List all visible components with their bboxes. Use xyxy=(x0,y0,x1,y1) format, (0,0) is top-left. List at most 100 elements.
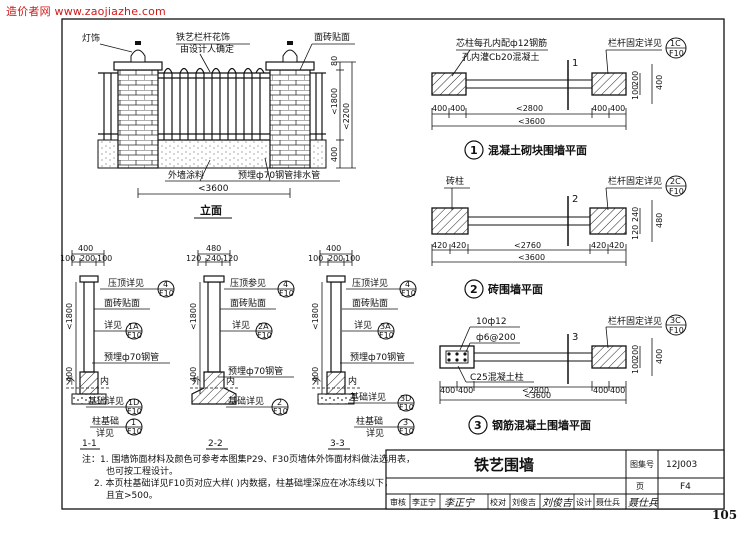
plan3-dim: 400 xyxy=(593,386,608,395)
sec2-found-num: 2 xyxy=(277,398,282,407)
sec2-name: 2-2 xyxy=(208,439,223,449)
face-brick-label: 面砖贴面 xyxy=(314,31,350,43)
sec3-detail-num: 3A xyxy=(380,322,391,331)
sec1-top-dim: 100 xyxy=(97,254,112,263)
sec2-pipe: 预埋ф70钢管 xyxy=(228,365,283,377)
sec1-detail-num: 1A xyxy=(128,322,139,331)
plan3-detail-num: 3C xyxy=(670,316,681,325)
plan3-detail-sheet: F10 xyxy=(669,326,684,335)
sec3-col-sheet: F10 xyxy=(399,427,414,436)
sec2-outside: 外 xyxy=(192,375,201,387)
reviewer-name: 李正宁 xyxy=(412,497,436,507)
sec1-name: 1-1 xyxy=(82,439,97,449)
plan1-dim: <2800 xyxy=(516,104,543,113)
review-label: 审核 xyxy=(390,497,406,507)
plan3-rebar2: ф6@200 xyxy=(476,333,516,343)
plan3-side: 400 xyxy=(655,349,664,364)
sec3-col1: 柱基础 xyxy=(356,415,383,427)
sec2-top-dim: 120 xyxy=(223,254,238,263)
plan3-concrete: C25混凝土柱 xyxy=(470,371,524,383)
iron-railing xyxy=(158,67,270,141)
plan1-dim: 400 xyxy=(432,104,447,113)
sec1-pipe: 预埋ф70钢管 xyxy=(104,351,159,363)
sec3-h1800: <1800 xyxy=(311,303,320,330)
sec2-found-sheet: F10 xyxy=(273,407,288,416)
section-mark-2: 2 xyxy=(572,194,578,205)
plan1-dim: 400 xyxy=(610,104,625,113)
sec3-coping: 压顶详见 xyxy=(352,277,388,289)
plan3-rebar1: 10ф12 xyxy=(476,317,507,327)
railing-note: 由设计人确定 xyxy=(180,43,234,55)
designer-name: 聂仕兵 xyxy=(596,497,620,507)
note-line: 且宜>500。 xyxy=(106,491,158,501)
sec1-found: 基础详见 xyxy=(88,395,124,407)
section-mark-3: 3 xyxy=(572,332,578,343)
sec3-detail: 详见 xyxy=(354,319,372,331)
checker-name: 刘俊吉 xyxy=(512,497,536,507)
dim-80: 80 xyxy=(330,56,339,66)
note-line: 也可按工程设计。 xyxy=(106,467,179,477)
sec3-top-dim: 100 xyxy=(345,254,360,263)
reviewer-signature: 李正宁 xyxy=(444,497,475,509)
sheet-title: 铁艺围墙 xyxy=(474,456,534,474)
plan3-side: 100 xyxy=(631,359,640,374)
plan2-title: 砖围墙平面 xyxy=(488,282,543,296)
paint-label: 外墙涂料 xyxy=(168,169,204,181)
sec2-detail: 详见 xyxy=(232,319,250,331)
plan1-side: 100 xyxy=(631,85,640,100)
sec2-coping-sheet: F10 xyxy=(279,289,294,298)
plan2-side: 120 xyxy=(631,225,640,240)
plan1-note1: 芯柱每孔内配ф12钢筋 xyxy=(456,37,547,49)
sec2-top-dim: 120 xyxy=(186,254,201,263)
sec3-col-num: 3 xyxy=(403,418,408,427)
sec1-detail-sheet: F10 xyxy=(127,331,142,340)
sec1-found-sheet: F10 xyxy=(127,407,142,416)
dim-400: 400 xyxy=(330,147,339,162)
plan1-dim: 400 xyxy=(450,104,465,113)
plan3-dim: <2800 xyxy=(522,386,549,395)
plan1-detail-label: 栏杆固定详见 xyxy=(608,37,662,49)
plan1-dim: 400 xyxy=(592,104,607,113)
sec2-top-dim: 240 xyxy=(206,254,221,263)
sec2-inside: 内 xyxy=(226,375,235,387)
plan-2: 2 砖柱 栏杆固定详见 2C F10 420 420 <2760 420 420… xyxy=(431,175,687,299)
sec2-detail-num: 2A xyxy=(258,322,269,331)
sec3-coping-sheet: F10 xyxy=(401,289,416,298)
sec2-coping: 压顶参见 xyxy=(230,277,266,289)
plan-1: 1 芯柱每孔内配ф12钢筋 孔内灌Cb20混凝土 栏杆固定详见 1C F10 4… xyxy=(431,37,687,160)
plan2-num: 2 xyxy=(470,283,478,296)
plan2-dim: <2760 xyxy=(514,241,541,250)
sec1-top-dim: 200 xyxy=(80,254,95,263)
plan3-detail-label: 栏杆固定详见 xyxy=(608,315,662,327)
checker-signature: 刘俊吉 xyxy=(542,497,574,509)
sec3-top-dim: 100 xyxy=(308,254,323,263)
plan1-detail-sheet: F10 xyxy=(669,49,684,58)
plan2-detail-sheet: F10 xyxy=(669,187,684,196)
plan2-dim: 420 xyxy=(432,241,447,250)
design-label: 设计 xyxy=(576,497,592,507)
sec2-found: 基础详见 xyxy=(228,395,264,407)
plan2-side: 480 xyxy=(655,213,664,228)
sec1-outside: 外 xyxy=(66,375,75,387)
plan2-total: <3600 xyxy=(518,253,545,262)
plan2-pier-label: 砖柱 xyxy=(446,175,464,187)
sec3-pipe: 预埋ф70钢管 xyxy=(350,351,405,363)
sec1-coping: 压顶详见 xyxy=(108,277,144,289)
check-label: 校对 xyxy=(490,497,506,507)
plan1-total: <3600 xyxy=(518,117,545,126)
sec1-col1: 柱基础 xyxy=(92,415,119,427)
sec2-top-total: 480 xyxy=(206,244,221,253)
sec3-inside: 内 xyxy=(348,375,357,387)
sec3-coping-num: 4 xyxy=(405,280,410,289)
plan1-side: 200 xyxy=(631,71,640,86)
watermark: 造价者网 www.zaojiazhe.com xyxy=(6,5,166,18)
elevation-title: 立面 xyxy=(200,203,222,217)
elev-width: <3600 xyxy=(198,184,229,194)
sec3-top-total: 400 xyxy=(326,244,341,253)
sec1-found-num: 1D xyxy=(128,398,139,407)
sec3-name: 3-3 xyxy=(330,439,345,449)
sec1-inside: 内 xyxy=(100,375,109,387)
plan1-title: 混凝土砌块围墙平面 xyxy=(488,143,587,157)
sec1-col-num: 1 xyxy=(131,418,136,427)
elevation-view: 灯饰 铁艺栏杆花饰 由设计人确定 面砖贴面 外墙涂料 预埋ф70钢管排水管 80… xyxy=(82,31,356,219)
